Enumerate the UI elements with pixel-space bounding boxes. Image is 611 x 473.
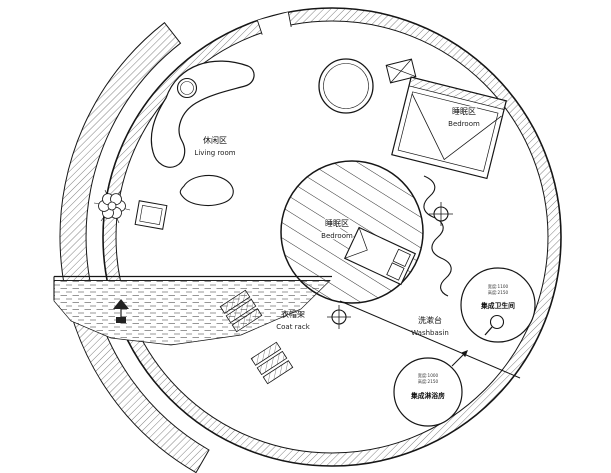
folding-stool-icon — [385, 58, 417, 84]
bathroom-label: 集成卫生间 — [480, 301, 515, 310]
plant-icon — [93, 189, 131, 224]
bed-upper — [391, 76, 507, 180]
bathroom-pod: 宽度:1100 高度:2150 集成卫生间 — [460, 267, 536, 343]
column-marker — [327, 305, 351, 329]
bed-center — [343, 226, 417, 286]
bathroom-spec-1: 宽度:1100 — [488, 283, 509, 290]
shower-label: 集成淋浴房 — [410, 391, 445, 400]
side-table — [176, 77, 198, 99]
shower-spec-2: 高度:2150 — [418, 378, 439, 385]
outer-wall-ring — [102, 7, 562, 467]
armchair — [134, 200, 168, 230]
toilet-icon — [484, 314, 505, 336]
coat-rack-label-zh: 衣帽架 — [281, 309, 305, 319]
round-table — [318, 58, 374, 114]
washbasin-label-en: Washbasin — [411, 329, 449, 337]
planter-icon — [113, 299, 129, 323]
bedroom-center-label-zh: 睡眠区 — [325, 219, 349, 228]
washbasin-label-zh: 洗漱台 — [418, 315, 442, 325]
coat-rack-shelf — [219, 289, 263, 333]
living-room-label-en: Living room — [194, 149, 235, 157]
shower-spec-1: 宽度:1000 — [418, 372, 439, 379]
coat-rack-shelf — [250, 341, 294, 385]
bathroom-spec-2: 高度:2150 — [488, 289, 509, 296]
bedroom-upper-label-zh: 睡眠区 — [452, 107, 476, 116]
bedroom-upper-label-en: Bedroom — [448, 120, 480, 128]
living-room-label-zh: 休闲区 — [203, 135, 227, 145]
terrace-band — [53, 275, 332, 346]
entry-opening — [256, 12, 292, 35]
shower-pod: 宽度:1000 高度:2150 集成淋浴房 — [393, 357, 463, 427]
curtain-line — [423, 175, 452, 297]
bedroom-center-label-en: Bedroom — [321, 232, 353, 240]
direction-arrow — [451, 350, 468, 367]
coat-rack-label-en: Coat rack — [276, 323, 310, 331]
column-marker — [429, 202, 453, 226]
coffee-table — [179, 174, 234, 207]
partition-line — [339, 300, 521, 379]
